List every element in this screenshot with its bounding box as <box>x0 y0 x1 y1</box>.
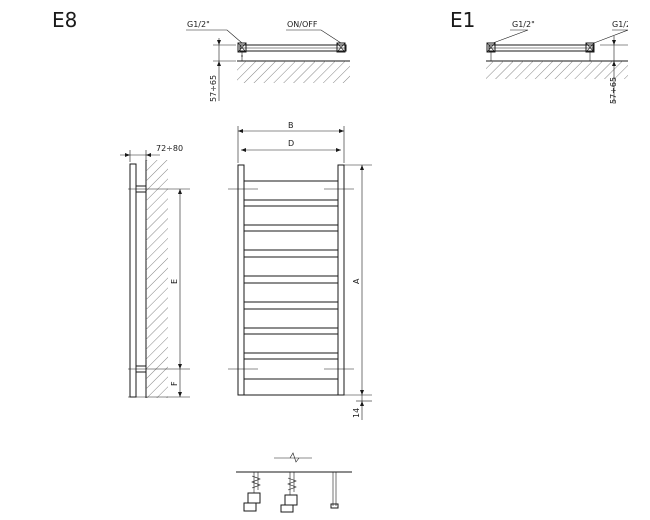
pipe-left-label-e1: G1/2" <box>512 20 535 29</box>
depth-label-e8: 57÷65 <box>209 75 218 102</box>
rung-6 <box>243 308 339 329</box>
valve-left-icon <box>247 492 261 504</box>
variant-label-e1: E1 <box>450 8 475 32</box>
cable-plug-icon <box>330 503 339 509</box>
rung-4 <box>243 256 339 277</box>
rung-8 <box>243 358 339 380</box>
connection-detail <box>236 452 352 513</box>
top-view-e8: G1/2" ON/OFF 57÷65 <box>186 20 350 102</box>
rung-3 <box>243 230 339 251</box>
rung-7 <box>243 333 339 354</box>
height-a-label: A <box>352 278 361 284</box>
depth-label-e1: 57÷65 <box>609 77 618 104</box>
front-view: B D A 14 <box>228 121 372 420</box>
width-d-label: D <box>288 139 294 148</box>
e-dimension-label: E <box>170 279 179 284</box>
top-view-e1: G1/2" G1/2" 57÷65 <box>486 20 635 104</box>
switch-label: ON/OFF <box>287 20 318 29</box>
side-view: 72÷80 E F <box>120 144 190 398</box>
valve-middle-icon <box>284 494 298 506</box>
variant-label-e8: E8 <box>52 8 77 32</box>
width-b-label: B <box>288 121 294 130</box>
bottom-offset-label: 14 <box>352 408 361 418</box>
wall-gap-label: 72÷80 <box>156 144 183 153</box>
rung-1 <box>243 180 339 201</box>
pipe-label-e8: G1/2" <box>187 20 210 29</box>
f-dimension-label: F <box>170 381 179 386</box>
rung-5 <box>243 282 339 303</box>
pipe-right-label-e1: G1/2" <box>612 20 635 29</box>
rung-2 <box>243 205 339 226</box>
